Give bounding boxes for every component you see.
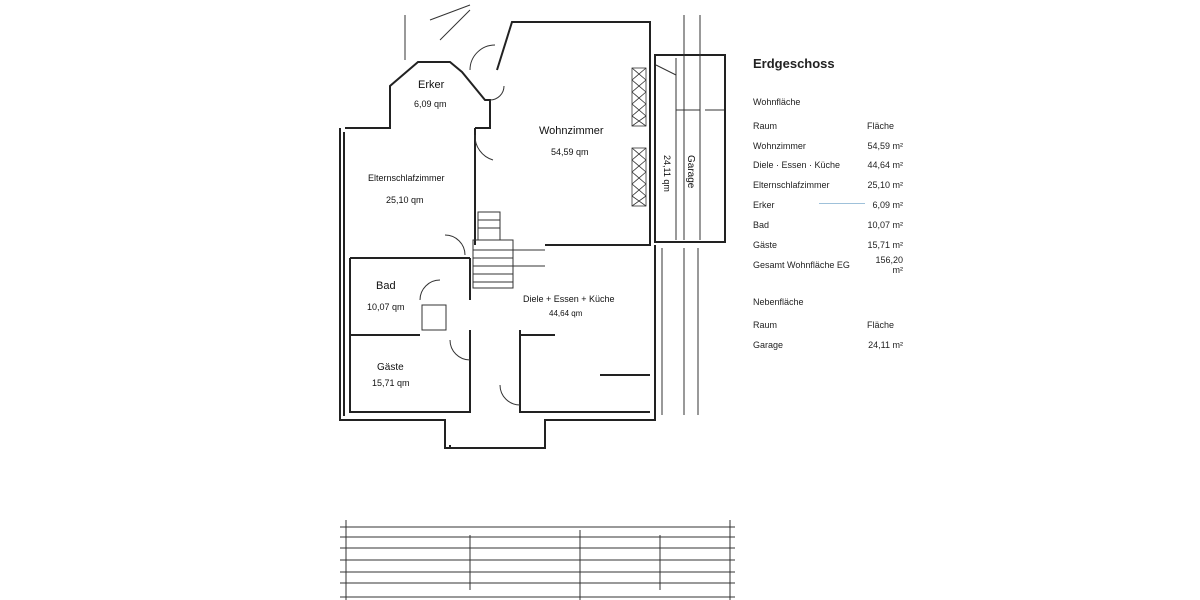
row-area: 6,09 m²: [872, 200, 903, 211]
header-area: Fläche: [867, 120, 895, 131]
row-area: 25,10 m²: [867, 180, 903, 191]
row-area: 24,11 m²: [868, 340, 903, 351]
area-legend: Erdgeschoss Wohnfläche Raum Fläche Wohnz…: [753, 50, 1173, 355]
door-swings: [419, 44, 521, 406]
table-row: Gäste 15,71 m²: [753, 235, 903, 255]
erker-divider-line: [819, 203, 865, 204]
room-name-gaeste: Gäste: [377, 362, 404, 373]
table-header-row: Raum Fläche: [753, 116, 903, 136]
row-area: 54,59 m²: [867, 140, 903, 151]
row-room: Diele · Essen · Küche: [753, 160, 841, 171]
room-name-elternschlafzimmer: Elternschlafzimmer: [368, 173, 445, 183]
room-area-wohnzimmer: 54,59 qm: [551, 147, 589, 157]
room-area-erker: 6,09 qm: [414, 99, 447, 109]
wall-hatches: [631, 67, 647, 207]
header-room: Raum: [753, 320, 778, 331]
floor-plan-drawing: Erker 6,09 qm Wohnzimmer 54,59 qm Eltern…: [339, 4, 735, 600]
room-area-garage: 24,11 qm: [662, 155, 672, 192]
bottom-dimension-chains: [340, 520, 735, 600]
table-row: Bad 10,07 m²: [753, 215, 903, 235]
table-row: Garage 24,11 m²: [753, 335, 903, 355]
row-room: Wohnzimmer: [753, 140, 806, 151]
room-name-diele-essen-kueche: Diele + Essen + Küche: [523, 294, 615, 304]
room-name-erker: Erker: [418, 79, 445, 91]
row-area: 156,20 m²: [875, 254, 903, 275]
garage-outline: [654, 54, 726, 243]
room-name-bad: Bad: [376, 280, 396, 292]
header-area: Fläche: [867, 320, 895, 331]
row-area: 44,64 m²: [867, 160, 903, 171]
row-area: 15,71 m²: [867, 239, 903, 250]
row-room: Gesamt Wohnfläche EG: [753, 259, 850, 270]
right-dimension-lines: [661, 15, 701, 415]
nebenflaeche-heading: Nebenfläche: [753, 296, 804, 307]
table-row-total: Gesamt Wohnfläche EG 156,20 m²: [753, 255, 903, 275]
room-area-elternschlafzimmer: 25,10 qm: [386, 195, 424, 205]
table-row: Erker 6,09 m²: [753, 195, 903, 215]
row-room: Bad: [753, 219, 770, 230]
top-dimension-lines: [404, 4, 471, 60]
table-row: Wohnzimmer 54,59 m²: [753, 136, 903, 156]
table-row: Diele · Essen · Küche 44,64 m²: [753, 156, 903, 176]
room-area-diele-essen-kueche: 44,64 qm: [549, 309, 583, 318]
table-header-row: Raum Fläche: [753, 316, 903, 336]
row-room: Gäste: [753, 239, 778, 250]
room-name-garage: Garage: [685, 155, 696, 189]
wohnflaeche-table: Raum Fläche Wohnzimmer 54,59 m² Diele · E…: [753, 116, 903, 275]
table-row: Elternschlafzimmer 25,10 m²: [753, 175, 903, 195]
header-room: Raum: [753, 120, 778, 131]
row-room: Erker: [753, 200, 775, 211]
legend-title: Erdgeschoss: [753, 56, 835, 71]
row-room: Elternschlafzimmer: [753, 180, 830, 191]
wohnflaeche-heading: Wohnfläche: [753, 97, 801, 107]
room-name-wohnzimmer: Wohnzimmer: [539, 125, 604, 137]
exterior-walls: [339, 21, 656, 449]
nebenflaeche-table: Raum Fläche Garage 24,11 m²: [753, 316, 903, 356]
room-area-bad: 10,07 qm: [367, 302, 405, 312]
staircase: [472, 211, 545, 289]
row-room: Garage: [753, 340, 784, 351]
row-area: 10,07 m²: [867, 219, 903, 230]
room-area-gaeste: 15,71 qm: [372, 378, 410, 388]
